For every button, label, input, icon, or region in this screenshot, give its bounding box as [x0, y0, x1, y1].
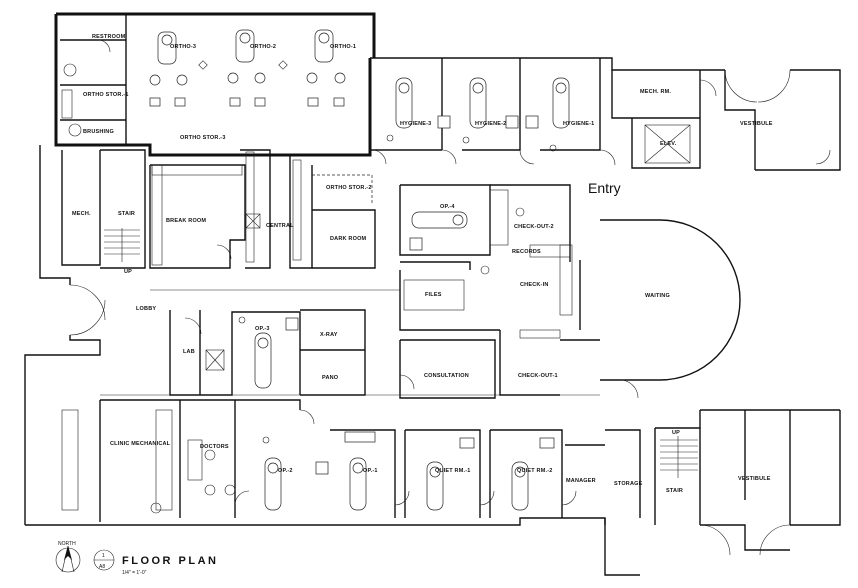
- room-labels: RESTROOM ORTHO STOR.-1 BRUSHING ORTHO-3 …: [72, 34, 773, 494]
- central-sterilizer: [245, 213, 261, 229]
- chair-hygiene-1: [525, 77, 570, 152]
- sheet-number: 1: [102, 553, 105, 559]
- lab-hood: [205, 349, 225, 371]
- label-vestibule-bottom: VESTIBULE: [738, 476, 771, 482]
- label-check-out-1: CHECK-OUT-1: [518, 373, 558, 379]
- label-records: RECORDS: [512, 249, 541, 255]
- ortho-stations: [149, 29, 346, 107]
- label-op-2: OP.-2: [278, 468, 293, 474]
- label-consultation: CONSULTATION: [424, 373, 469, 379]
- label-mech: MECH.: [72, 211, 91, 217]
- label-quiet-rm-1: QUIET RM.-1: [435, 468, 471, 474]
- label-break-room: BREAK ROOM: [166, 218, 206, 224]
- north-arrow: [55, 545, 115, 573]
- label-stair-left: STAIR: [118, 211, 135, 217]
- label-ortho-stor-1: ORTHO STOR.-1: [83, 92, 129, 98]
- label-hygiene-1: HYGIENE-1: [563, 121, 594, 127]
- door-swings: [69, 39, 831, 556]
- label-central: CENTRAL: [266, 223, 294, 229]
- ortho-3-station: [149, 31, 188, 107]
- plan-title: FLOOR PLAN: [122, 555, 219, 567]
- label-op-3: OP.-3: [255, 326, 270, 332]
- ortho-1-station: [306, 29, 346, 107]
- label-lab: LAB: [183, 349, 195, 355]
- elevator-shaft: [644, 124, 691, 164]
- title-block: NORTH 1 A8 FLOOR PLAN 1/4" = 1'-0": [58, 541, 219, 576]
- label-stair-right: STAIR: [666, 488, 683, 494]
- label-ortho-stor-3: ORTHO STOR.-3: [180, 135, 226, 141]
- label-manager: MANAGER: [566, 478, 596, 484]
- label-hygiene-2: HYGIENE-2: [475, 121, 506, 127]
- chair-op-1: [344, 431, 376, 511]
- label-up-right: UP: [672, 430, 680, 436]
- left-stair: [104, 228, 140, 262]
- chair-quiet-2: [511, 437, 555, 511]
- label-waiting: WAITING: [645, 293, 670, 299]
- stairs-elevator: [104, 124, 698, 478]
- chair-op-3: [238, 316, 299, 389]
- label-x-ray: X-RAY: [320, 332, 338, 338]
- label-check-out-2: CHECK-OUT-2: [514, 224, 554, 230]
- label-up-left: UP: [124, 269, 132, 275]
- interior-walls: [60, 14, 791, 525]
- label-op-1: OP.-1: [363, 468, 378, 474]
- label-mech-rm: MECH. RM.: [640, 89, 671, 95]
- chair-op-4: [409, 211, 468, 251]
- label-ortho-stor-2: ORTHO STOR.-2: [326, 185, 372, 191]
- label-files: FILES: [425, 292, 442, 298]
- label-pano: PANO: [322, 375, 339, 381]
- sheet-id: A8: [99, 564, 105, 570]
- chair-op-2: [262, 436, 329, 511]
- label-hygiene-3: HYGIENE-3: [400, 121, 431, 127]
- chair-hygiene-2: [462, 77, 519, 144]
- dental-chairs: [238, 77, 570, 511]
- label-dark-room: DARK ROOM: [330, 236, 367, 242]
- chair-hygiene-3: [386, 77, 451, 142]
- ortho-2-station: [227, 29, 266, 107]
- entry-label: Entry: [588, 180, 621, 196]
- chair-quiet-1: [426, 437, 475, 511]
- right-stair: [660, 436, 698, 478]
- label-storage: STORAGE: [614, 481, 643, 487]
- label-quiet-rm-2: QUIET RM.-2: [517, 468, 553, 474]
- label-ortho-1: ORTHO-1: [330, 44, 356, 50]
- label-brushing: BRUSHING: [83, 129, 114, 135]
- label-op-4: OP.-4: [440, 204, 455, 210]
- label-doctors: DOCTORS: [200, 444, 229, 450]
- exterior-walls: [24, 12, 841, 576]
- label-ortho-3: ORTHO-3: [170, 44, 196, 50]
- label-ortho-2: ORTHO-2: [250, 44, 276, 50]
- plan-scale: 1/4" = 1'-0": [122, 570, 147, 576]
- casework: [61, 63, 573, 514]
- label-check-in: CHECK-IN: [520, 282, 549, 288]
- label-lobby: LOBBY: [136, 306, 156, 312]
- north-label: NORTH: [58, 541, 76, 547]
- label-clinic-mechanical: CLINIC MECHANICAL: [110, 441, 171, 447]
- label-vestibule-top: VESTIBULE: [740, 121, 773, 127]
- label-restroom: RESTROOM: [92, 34, 126, 40]
- label-elev: ELEV.: [660, 141, 677, 147]
